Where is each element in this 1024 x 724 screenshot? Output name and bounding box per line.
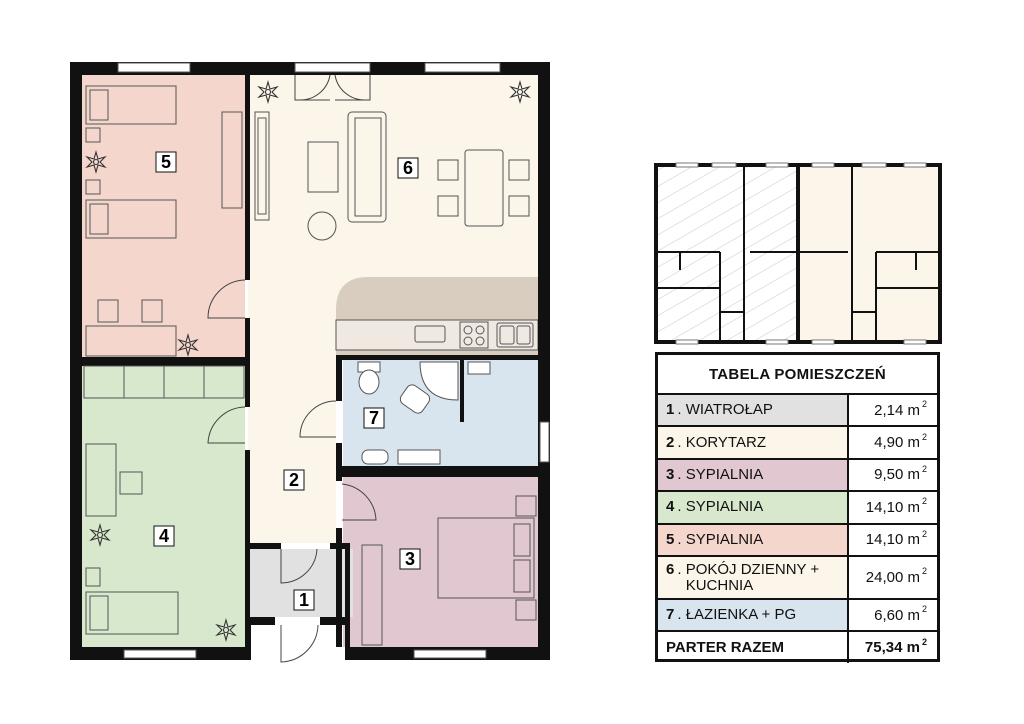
- room-label-3: 3: [405, 549, 415, 569]
- room-label-2: 2: [289, 470, 299, 490]
- total-area: 75,34: [864, 639, 903, 657]
- room-area: 14,10: [865, 531, 904, 549]
- key-plan: [654, 162, 942, 345]
- room-name: POKÓJ DZIENNY +KUCHNIA: [685, 560, 820, 594]
- room-area: 2,14: [874, 401, 904, 419]
- window-icon: [117, 62, 550, 659]
- door-icon: [207, 74, 377, 663]
- room-area: 9,50: [874, 466, 904, 484]
- kitchen-sink-small: [414, 325, 446, 343]
- toilet-icon: [357, 361, 491, 465]
- sofa-icon: [254, 111, 530, 241]
- room-area: 24,00: [865, 568, 904, 586]
- bed-icon: [361, 495, 537, 646]
- bed-icon: [83, 365, 245, 635]
- room-label-4: 4: [159, 526, 169, 546]
- stove-icon: [459, 321, 489, 349]
- room-name: SYPIALNIA: [685, 465, 764, 483]
- table-title: TABELA POMIESZCZEŃ: [708, 365, 887, 383]
- sink-icon: [496, 322, 534, 348]
- room-name: ŁAZIENKA + PG: [685, 606, 797, 624]
- room-name: SYPIALNIA: [685, 530, 764, 548]
- room-label-7: 7: [369, 408, 379, 428]
- kitchen-cabinets: [335, 319, 539, 351]
- room-label-1: 1: [299, 590, 309, 610]
- room-area: 6,60: [874, 606, 904, 624]
- room-label-6: 6: [403, 158, 413, 178]
- room-area: 14,10: [865, 498, 904, 516]
- room-area: 4,90: [874, 434, 904, 452]
- bed-icon: [85, 85, 243, 357]
- room-label-5: 5: [161, 152, 171, 172]
- room-name: SYPIALNIA: [685, 498, 764, 516]
- room-name: WIATROŁAP: [685, 401, 773, 419]
- total-label: PARTER RAZEM: [658, 632, 849, 663]
- room-2-fill: [248, 300, 336, 543]
- room-name: KORYTARZ: [685, 433, 766, 451]
